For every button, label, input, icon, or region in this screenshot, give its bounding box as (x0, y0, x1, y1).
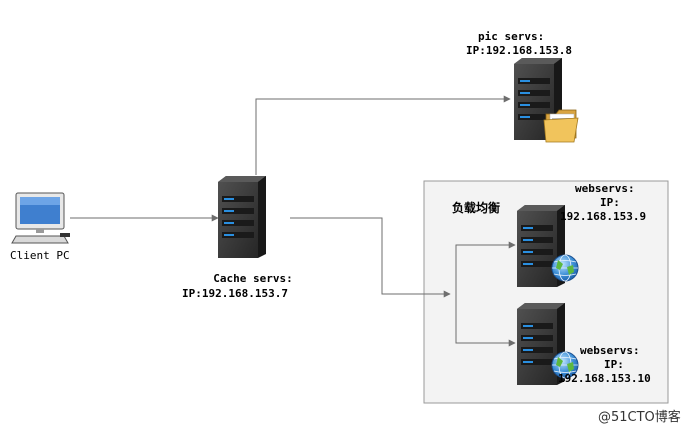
cache-server-ip: IP:192.168.153.7 (182, 287, 288, 300)
web-server-2-ip: 192.168.153.10 (558, 372, 651, 385)
web-server-2-ip-prefix: IP: (604, 358, 624, 371)
pic-server-ip: IP:192.168.153.8 (466, 44, 572, 57)
globe-icon (551, 254, 579, 282)
connector-cache-to-pic (255, 95, 511, 175)
desktop-pc-icon (11, 192, 70, 244)
connector-balancer-to-web1 (455, 241, 516, 294)
folder-icon (543, 109, 579, 143)
load-balancer-label: 负载均衡 (452, 201, 501, 215)
server-icon (218, 176, 266, 258)
web-server-1-name: webservs: (575, 182, 635, 195)
cache-server-name: Cache servs: (213, 272, 293, 285)
connector-cache-to-balancer (290, 217, 451, 298)
client-pc-label: Client PC (10, 249, 70, 262)
watermark: @51CTO博客 (598, 410, 681, 425)
web-server-1-ip: 192.168.153.9 (560, 210, 647, 223)
web-server-2-name: webservs: (580, 344, 640, 357)
connector-balancer-to-web2 (455, 294, 516, 347)
web-server-1-ip-prefix: IP: (600, 196, 620, 209)
pic-server-name: pic servs: (478, 30, 545, 43)
